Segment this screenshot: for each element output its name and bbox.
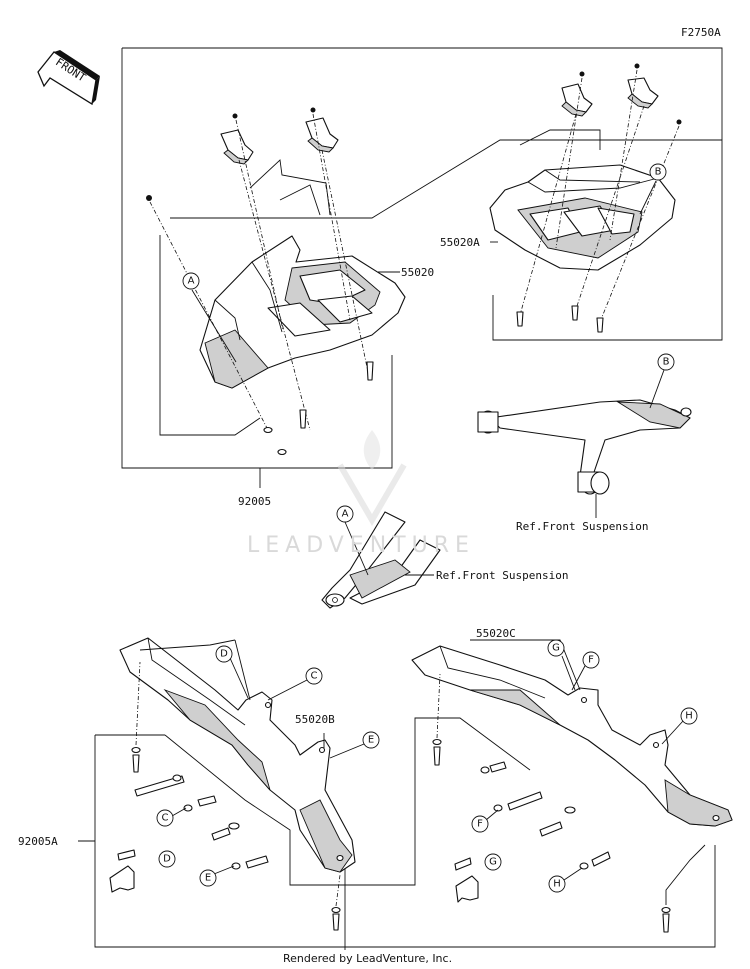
- skid-plate-55020a: [489, 164, 676, 271]
- bracket-a-left: [561, 83, 593, 117]
- label-55020: 55020: [401, 266, 434, 279]
- svg-text:D: D: [163, 854, 171, 865]
- callout-g-2: G: [484, 853, 502, 871]
- callout-b-1: B: [649, 163, 667, 181]
- svg-text:C: C: [162, 813, 169, 824]
- bracket-right: [305, 117, 339, 153]
- leadventure-watermark-logo: [337, 430, 407, 526]
- callout-e-2: E: [199, 869, 217, 887]
- fasteners-right: [432, 673, 706, 933]
- fasteners-left: [109, 661, 341, 931]
- lower-frame: [94, 735, 716, 948]
- svg-text:A: A: [342, 509, 349, 520]
- svg-text:G: G: [489, 857, 497, 868]
- front-arrow-icon: FRONT: [37, 50, 100, 106]
- svg-text:B: B: [663, 357, 670, 368]
- screws-55020a: [516, 305, 604, 333]
- callout-g-1: G: [547, 639, 565, 657]
- front-suspension-arm-lower: [321, 511, 441, 609]
- callout-a-2: A: [336, 505, 354, 523]
- svg-text:H: H: [553, 879, 561, 890]
- callout-f-2: F: [471, 815, 489, 833]
- a-arm-guard-55020c: [411, 645, 733, 827]
- watermark: LEADVENTURE: [247, 533, 475, 558]
- ref-front-suspension-upper: Ref.Front Suspension: [516, 520, 648, 533]
- callout-d-1: D: [215, 645, 233, 663]
- svg-text:F: F: [477, 819, 483, 830]
- label-92005: 92005: [238, 495, 271, 508]
- callout-e-1: E: [362, 731, 380, 749]
- callout-c-2: C: [156, 809, 174, 827]
- label-92005a: 92005A: [18, 835, 58, 848]
- callout-f-1: F: [582, 651, 600, 669]
- callout-a-1: A: [182, 272, 200, 290]
- front-suspension-arm-upper: [477, 399, 692, 495]
- svg-text:F: F: [588, 655, 594, 666]
- svg-text:H: H: [685, 711, 693, 722]
- label-55020c: 55020C: [476, 627, 516, 640]
- skid-plate-55020: [199, 235, 406, 389]
- screws-55020: [263, 361, 374, 456]
- callout-h-2: H: [548, 875, 566, 893]
- svg-text:C: C: [311, 671, 318, 682]
- callout-b-2: B: [657, 353, 675, 371]
- svg-text:A: A: [188, 276, 195, 287]
- svg-text:D: D: [220, 649, 228, 660]
- svg-text:E: E: [368, 735, 374, 746]
- callout-c-1: C: [305, 667, 323, 685]
- footer-credit: Rendered by LeadVenture, Inc.: [283, 952, 452, 965]
- ref-front-suspension-lower: Ref.Front Suspension: [436, 569, 568, 582]
- bracket-left: [220, 129, 254, 165]
- label-55020a: 55020A: [440, 236, 480, 249]
- callout-h-1: H: [680, 707, 698, 725]
- bracket-a-right: [627, 77, 659, 109]
- upper-frame: [122, 47, 723, 140]
- label-55020b: 55020B: [295, 713, 335, 726]
- callout-d-2: D: [158, 850, 176, 868]
- svg-text:E: E: [205, 873, 211, 884]
- figure-code: F2750A: [681, 26, 721, 39]
- a-arm-guard-55020b: [119, 637, 356, 873]
- svg-text:G: G: [552, 643, 560, 654]
- svg-text:B: B: [655, 167, 662, 178]
